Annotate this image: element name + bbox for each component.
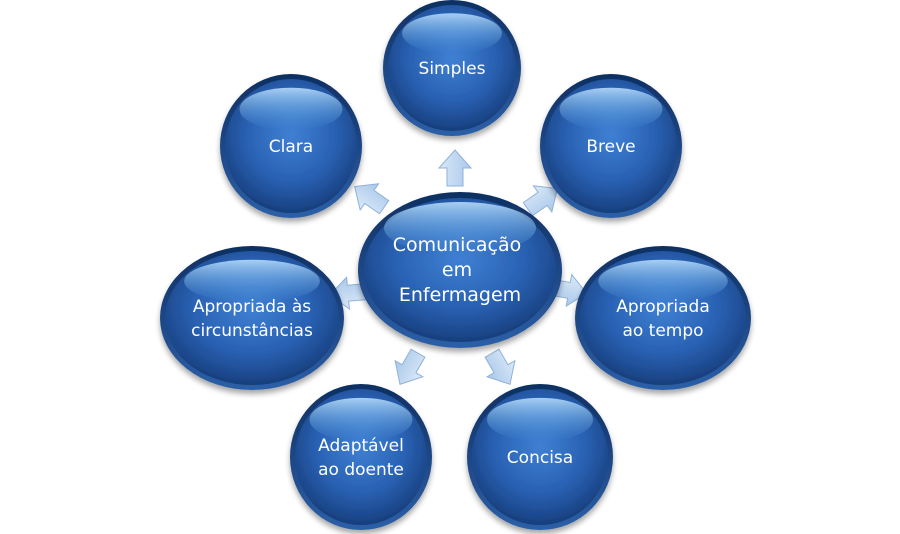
node-label: Apropriada às circunstâncias bbox=[191, 297, 313, 341]
node-label-line: circunstâncias bbox=[191, 321, 313, 341]
node-shine bbox=[402, 13, 502, 54]
node-shine bbox=[486, 397, 594, 442]
node-label-line: Apropriada às bbox=[193, 297, 311, 317]
node-apropriada-as-circunstancias: Apropriada às circunstâncias bbox=[160, 246, 344, 390]
node-apropriada-ao-tempo: Apropriada ao tempo bbox=[575, 246, 751, 390]
center-node-label: Comunicação em Enfermagem bbox=[393, 234, 528, 306]
node-shine bbox=[559, 87, 663, 131]
node-label-line: ao tempo bbox=[622, 321, 703, 341]
arrow-to-adaptavel-ao-doente bbox=[394, 348, 426, 385]
center-node-shine bbox=[384, 202, 536, 254]
node-label-line: Apropriada bbox=[616, 297, 710, 317]
arrow-to-simples bbox=[437, 149, 473, 187]
node-shine bbox=[598, 259, 728, 303]
node-concisa: Concisa bbox=[467, 384, 613, 530]
node-label: Apropriada ao tempo bbox=[616, 297, 710, 341]
node-breve: Breve bbox=[540, 74, 682, 218]
node-label-line: Simples bbox=[419, 59, 486, 79]
node-shine bbox=[239, 87, 343, 131]
center-label-line-3: Enfermagem bbox=[399, 284, 521, 306]
arrow-to-clara bbox=[354, 183, 390, 215]
node-shine bbox=[184, 259, 320, 303]
center-label-line-1: Comunicação bbox=[393, 234, 522, 256]
center-node: Comunicação em Enfermagem bbox=[358, 192, 562, 348]
node-clara: Clara bbox=[220, 74, 362, 218]
node-shine bbox=[309, 397, 413, 442]
node-label: Simples bbox=[419, 59, 486, 79]
node-simples: Simples bbox=[383, 0, 521, 136]
node-label-line: Breve bbox=[586, 137, 635, 157]
arrow-to-concisa bbox=[484, 348, 516, 385]
node-label: Clara bbox=[269, 137, 313, 157]
node-label: Breve bbox=[586, 137, 635, 157]
node-label: Concisa bbox=[507, 448, 573, 468]
arrow-to-breve bbox=[522, 185, 558, 217]
node-label-line: Adaptável bbox=[318, 436, 404, 456]
center-label-line-2: em bbox=[442, 259, 472, 281]
node-adaptavel-ao-doente: Adaptável ao doente bbox=[290, 384, 432, 530]
node-label-line: ao doente bbox=[318, 460, 404, 480]
node-label: Adaptável ao doente bbox=[318, 436, 404, 480]
node-label-line: Concisa bbox=[507, 448, 573, 468]
node-label-line: Clara bbox=[269, 137, 313, 157]
